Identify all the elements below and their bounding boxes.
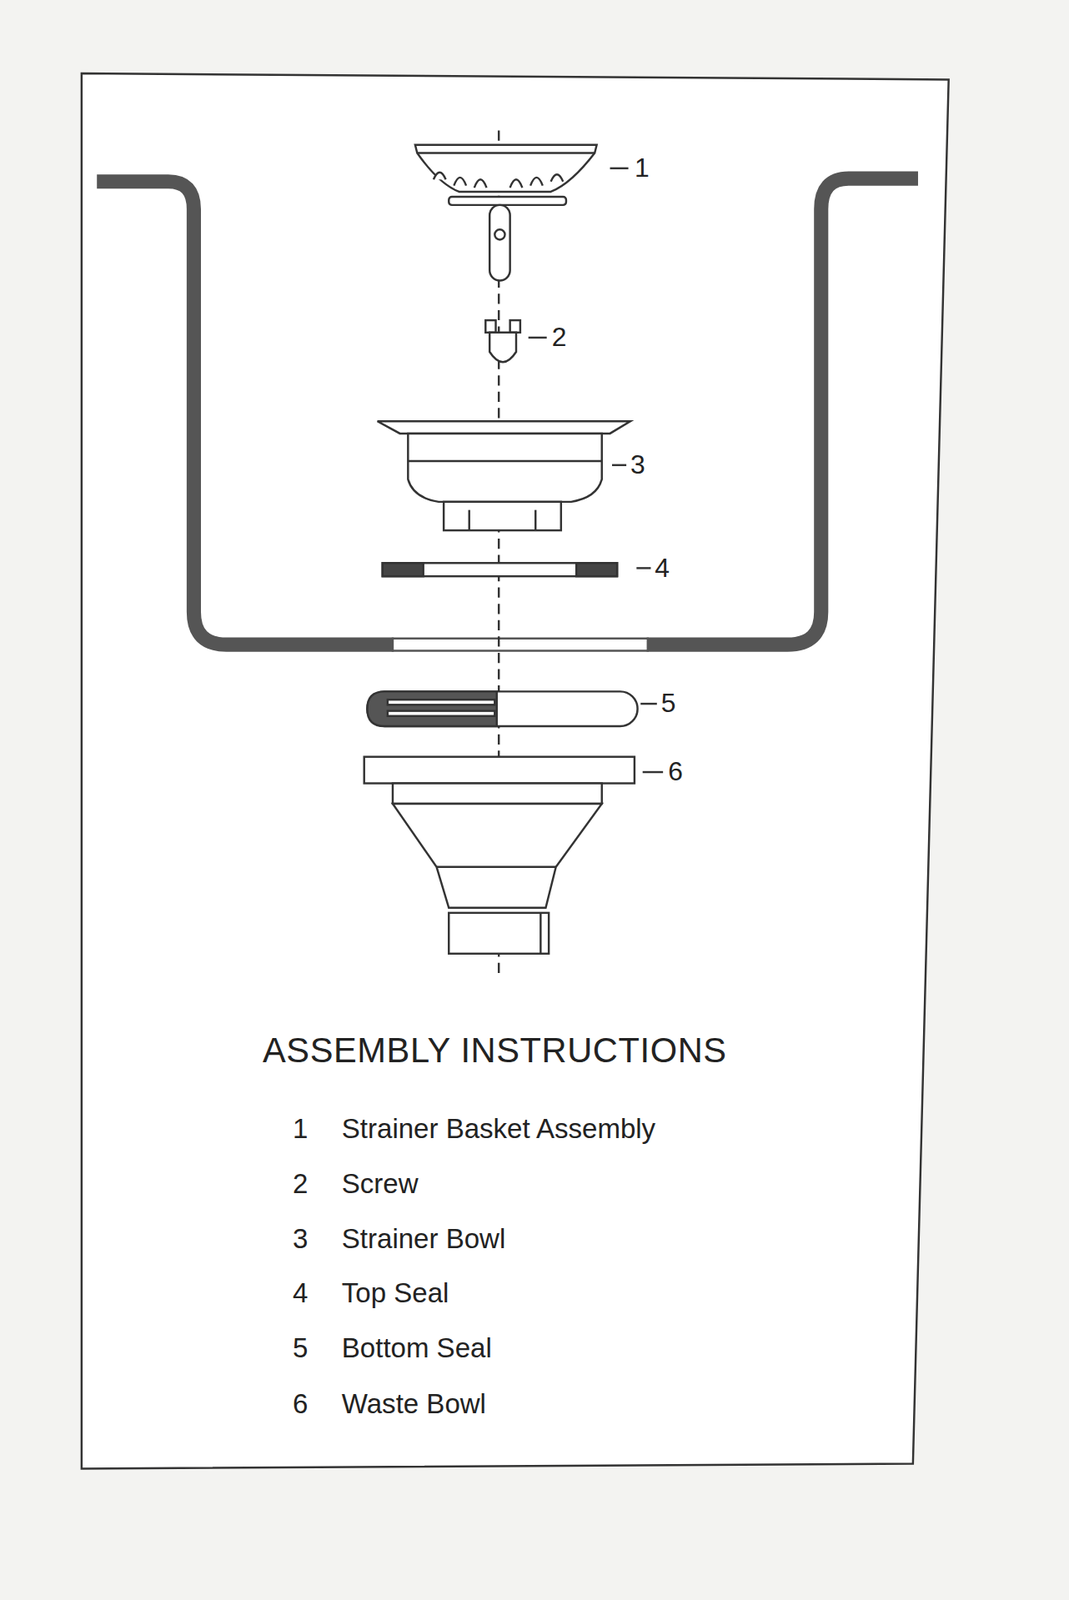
page-frame [81, 73, 949, 1469]
screw [485, 320, 496, 333]
leader-lines [528, 168, 663, 773]
bottom-seal [366, 691, 497, 727]
screw [489, 332, 517, 362]
waste-bowl [448, 913, 549, 954]
part-name: Bottom Seal [341, 1331, 492, 1366]
page-frame [81, 73, 949, 1469]
callout-number: 5 [661, 687, 677, 720]
part-name: Screw [341, 1167, 419, 1201]
strainer-basket [448, 196, 567, 206]
strainer-basket [489, 205, 510, 282]
strainer-basket [494, 229, 505, 240]
top-seal [382, 562, 618, 577]
sink-drain-hole [392, 649, 648, 652]
screw [485, 320, 521, 362]
leader-lines [612, 464, 627, 467]
strainer-bowl [377, 421, 631, 434]
strainer-bowl [443, 501, 562, 531]
screw [510, 320, 521, 333]
sink-outline [647, 178, 919, 645]
bottom-seal [366, 691, 638, 727]
sink-drain-hole [392, 637, 648, 640]
list-number: 6 [292, 1388, 308, 1422]
list-number: 5 [292, 1331, 308, 1366]
sink-drain-hole [392, 637, 648, 653]
sink-outline [96, 178, 919, 645]
list-number: 4 [292, 1276, 308, 1310]
leader-lines [610, 167, 629, 170]
title: ASSEMBLY INSTRUCTIONS [262, 1029, 728, 1072]
sink-drain-hole [391, 637, 394, 653]
sink-drain-hole [647, 637, 649, 653]
waste-bowl [392, 782, 603, 804]
bottom-seal [366, 691, 638, 727]
leader-lines [528, 336, 548, 339]
waste-bowl [364, 757, 635, 784]
list-number: 2 [292, 1167, 308, 1201]
part-name: Strainer Bowl [341, 1222, 506, 1256]
strainer-bowl [467, 510, 470, 531]
waste-bowl [436, 866, 557, 869]
strainer-bowl [407, 460, 602, 462]
leader-lines [636, 567, 651, 569]
strainer-basket [415, 145, 598, 282]
callout-number: 1 [634, 152, 650, 185]
top-seal [382, 562, 424, 577]
top-seal [576, 562, 618, 577]
callout-number: 2 [552, 321, 568, 354]
sink-outline [96, 181, 393, 645]
strainer-basket [415, 145, 598, 192]
strainer-bowl [534, 510, 537, 531]
callout-number: 6 [667, 756, 683, 788]
strainer-basket [416, 151, 595, 154]
strainer-bowl [407, 433, 602, 502]
list-number: 1 [292, 1112, 308, 1146]
callout-number: 4 [654, 552, 670, 584]
list-number: 3 [292, 1222, 308, 1256]
strainer-basket [433, 172, 563, 188]
strainer-bowl [377, 421, 631, 531]
part-name: Waste Bowl [341, 1388, 487, 1422]
bottom-seal [387, 699, 495, 705]
part-name: Top Seal [341, 1276, 450, 1310]
waste-bowl [539, 913, 542, 954]
waste-bowl [392, 803, 603, 909]
part-name: Strainer Basket Assembly [341, 1112, 656, 1146]
waste-bowl [364, 757, 635, 954]
callout-number: 3 [630, 449, 646, 482]
leader-lines [642, 771, 663, 773]
bottom-seal [387, 711, 495, 717]
leader-lines [640, 702, 658, 705]
top-seal [382, 562, 618, 577]
